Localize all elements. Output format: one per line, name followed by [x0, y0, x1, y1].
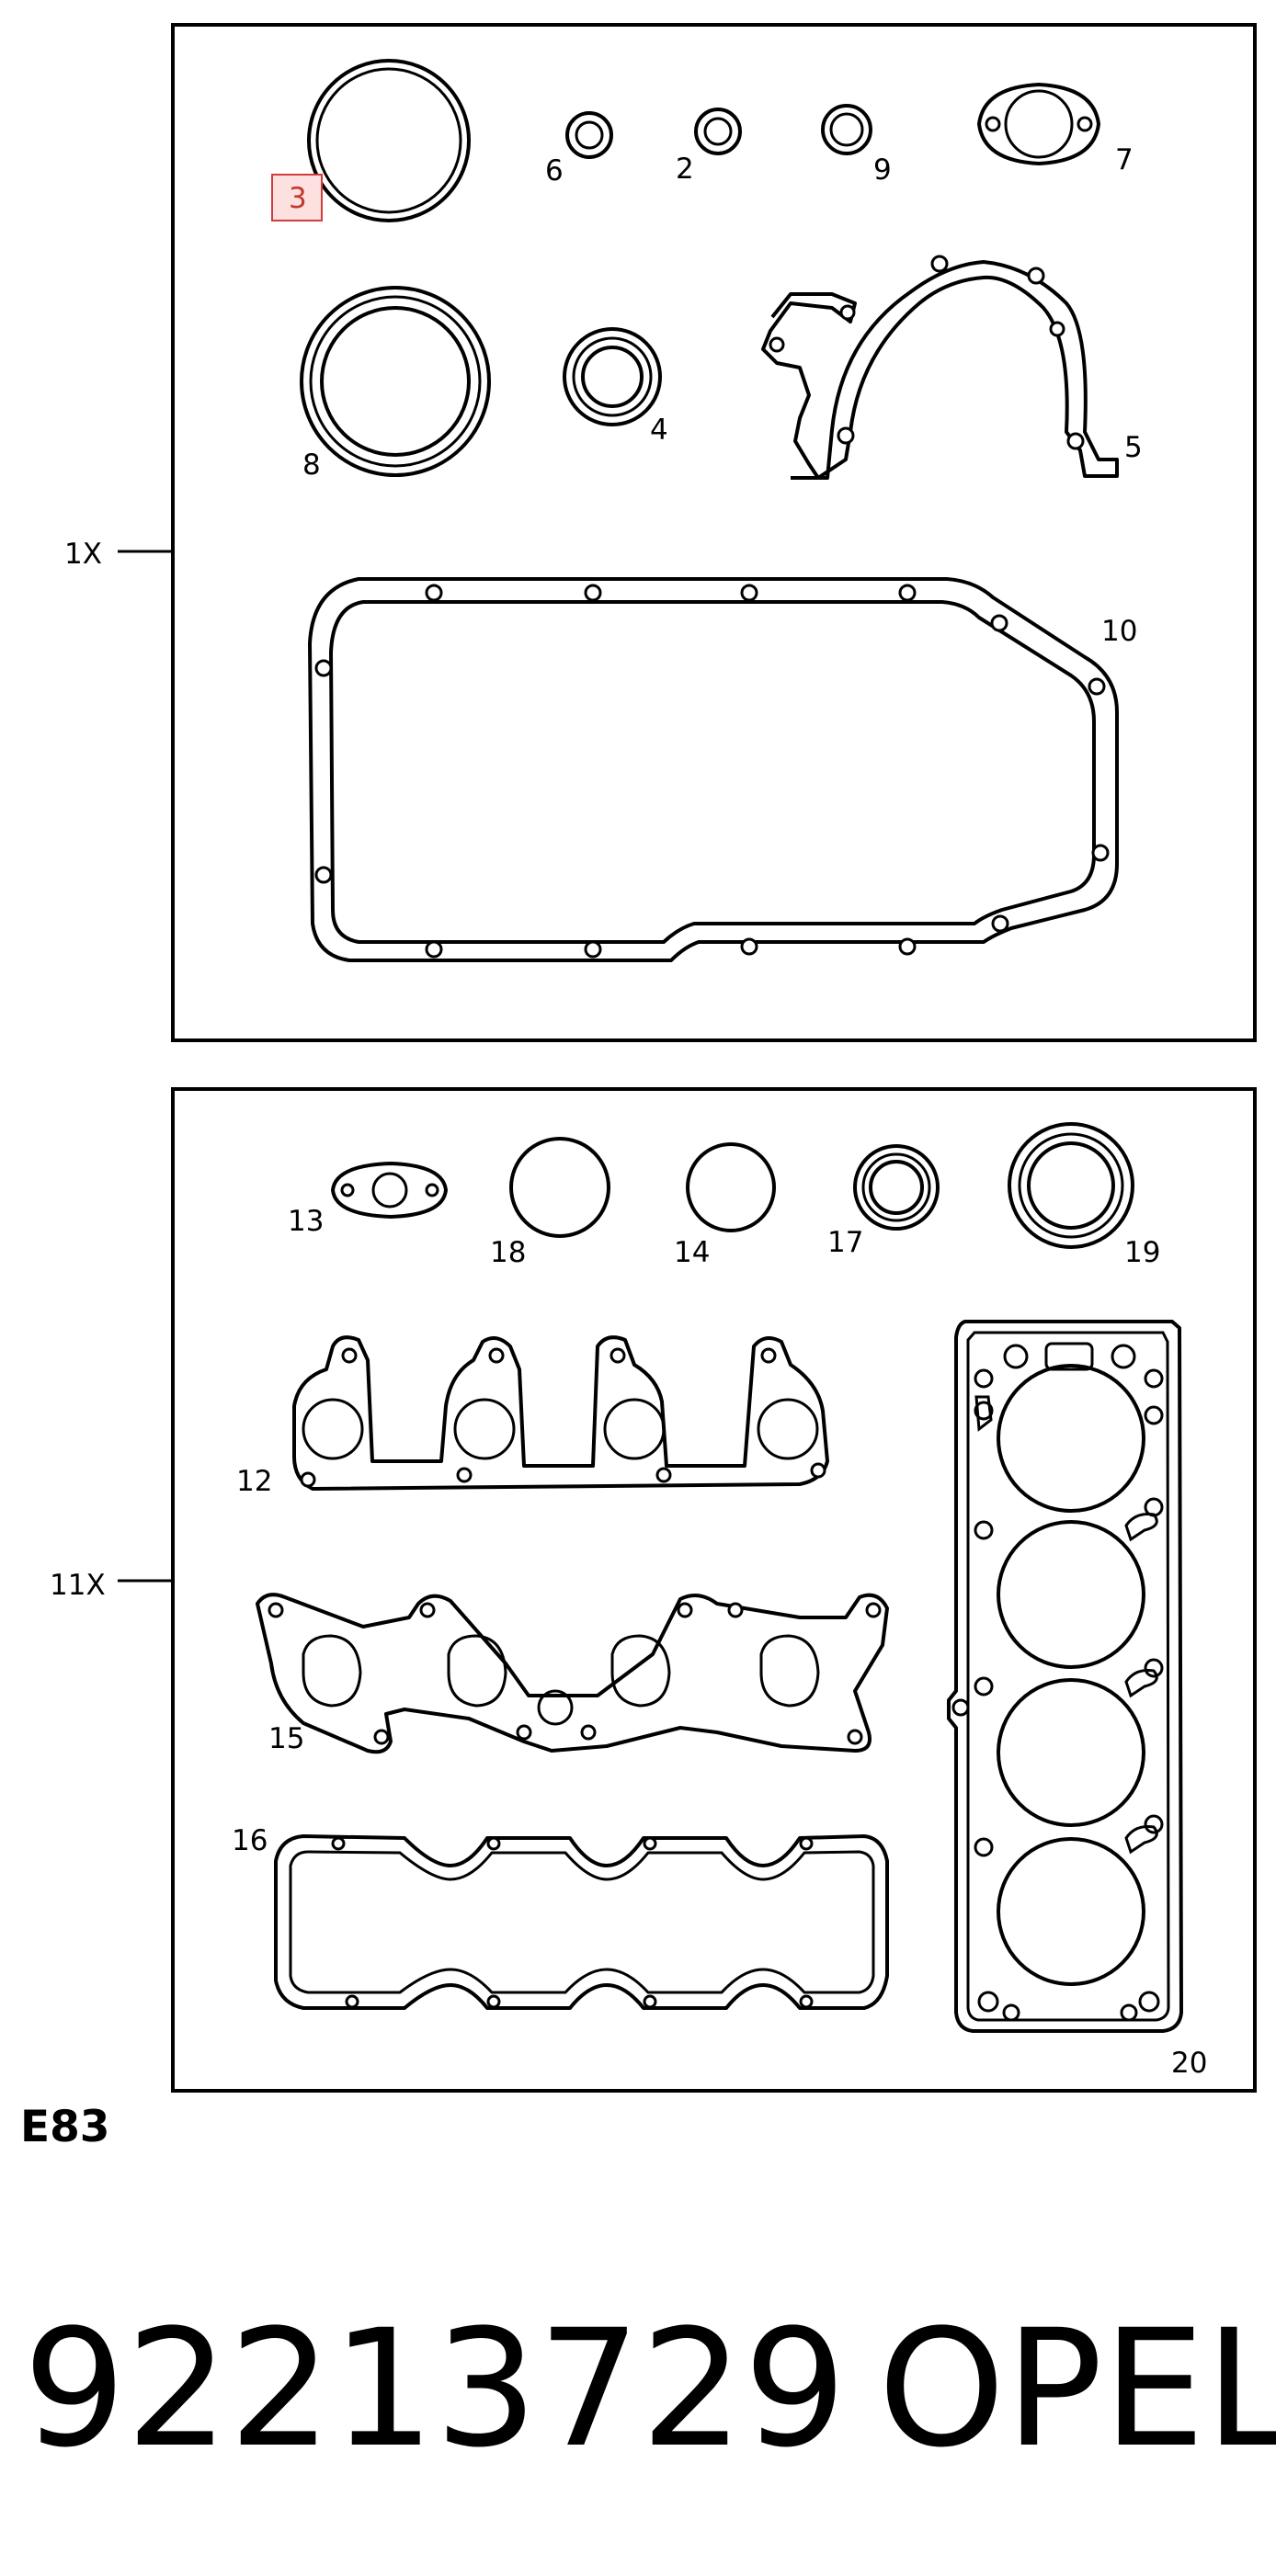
part-3-label: 3	[289, 182, 307, 215]
part-17-shaft-seal[interactable]	[853, 1144, 940, 1231]
part-16-valve-cover-gasket[interactable]	[274, 1834, 889, 2010]
part-20-label: 20	[1171, 2047, 1207, 2080]
part-12-manifold-gasket[interactable]	[292, 1335, 829, 1491]
part-19-shaft-seal[interactable]	[1008, 1122, 1134, 1249]
part-13-label: 13	[288, 1205, 324, 1238]
part-5-cover-gasket[interactable]	[761, 255, 1119, 480]
part-4-shaft-seal[interactable]	[563, 327, 662, 426]
part-18-label: 18	[490, 1236, 526, 1269]
part-6-label: 6	[545, 154, 564, 187]
part-3-highlight[interactable]	[271, 174, 323, 221]
bottom-parts-frame	[171, 1087, 1257, 2093]
part-12-label: 12	[236, 1465, 272, 1498]
part-19-label: 19	[1124, 1236, 1160, 1269]
part-10-oil-pan-gasket[interactable]	[308, 577, 1119, 962]
part-9-seal-ring[interactable]	[821, 104, 872, 155]
part-2-label: 2	[676, 153, 694, 186]
part-6-seal-ring[interactable]	[565, 111, 613, 159]
bottom-quantity-label: 11X	[50, 1569, 106, 1602]
part-8-shaft-seal[interactable]	[300, 286, 491, 477]
top-quantity-label: 1X	[64, 538, 102, 571]
part-3-oring[interactable]	[307, 59, 471, 222]
part-13-flange-gasket[interactable]	[331, 1162, 448, 1219]
part-17-label: 17	[827, 1226, 863, 1259]
diagram-code: E83	[20, 2102, 110, 2152]
part-14-oring[interactable]	[686, 1142, 776, 1232]
part-7-flange-gasket[interactable]	[977, 83, 1100, 165]
part-16-label: 16	[232, 1824, 268, 1857]
part-5-label: 5	[1124, 431, 1143, 464]
part-8-label: 8	[302, 448, 321, 482]
part-2-seal-ring[interactable]	[694, 108, 742, 155]
part-14-label: 14	[674, 1236, 710, 1269]
part-9-label: 9	[873, 153, 892, 187]
part-18-oring[interactable]	[509, 1137, 610, 1238]
part-10-label: 10	[1101, 615, 1137, 648]
top-parts-frame	[171, 23, 1257, 1042]
part-15-manifold-gasket[interactable]	[256, 1593, 889, 1754]
brand-name: OPEL	[878, 2295, 1276, 2483]
part-4-label: 4	[650, 414, 668, 447]
part-7-label: 7	[1115, 143, 1134, 176]
part-number: 92213729	[23, 2295, 847, 2483]
part-15-label: 15	[268, 1722, 304, 1755]
part-20-head-gasket[interactable]	[947, 1320, 1183, 2033]
